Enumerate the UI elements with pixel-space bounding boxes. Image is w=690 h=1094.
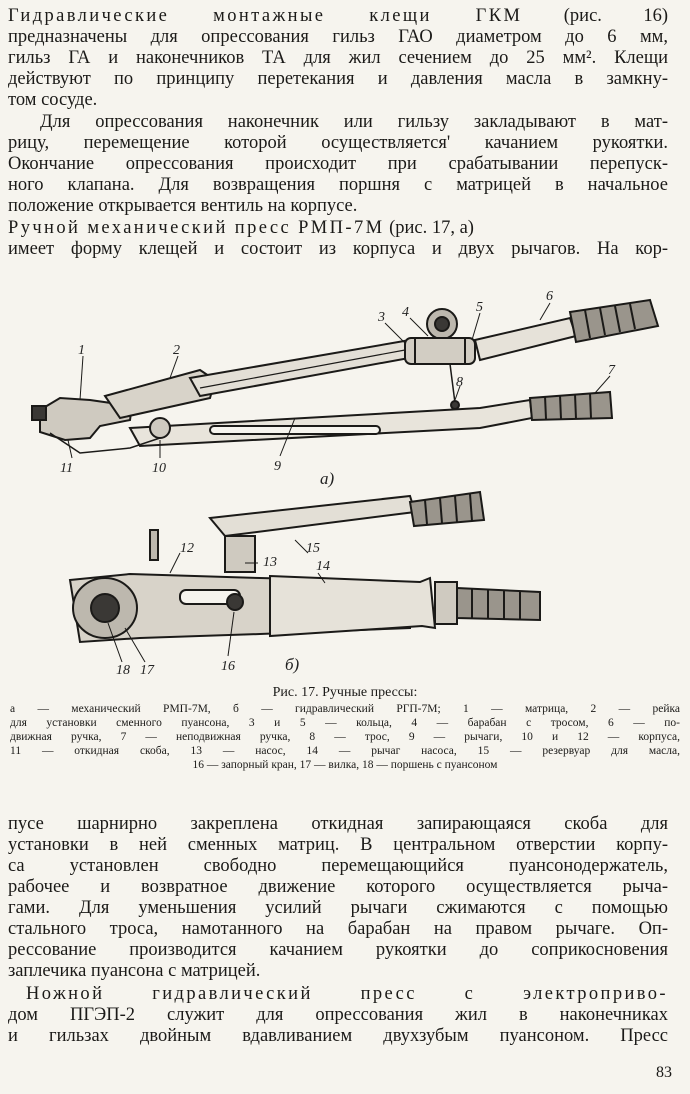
figure-label-5: 5 — [476, 300, 483, 315]
press-rgp7m-drawing — [68, 490, 541, 644]
figure-caption: Рис. 17. Ручные прессы: а — механический… — [10, 686, 680, 772]
figure-label-9: 9 — [274, 459, 281, 474]
figure-label-14: 14 — [316, 559, 330, 574]
page-number: 83 — [656, 1064, 672, 1081]
figure-label-3: 3 — [377, 310, 385, 325]
figure-label-17: 17 — [140, 663, 155, 678]
figure-label-1: 1 — [78, 343, 85, 358]
figure-label-15: 15 — [306, 541, 320, 556]
caption-line: 16 — запорный кран, 17 — вилка, 18 — пор… — [192, 759, 498, 771]
caption-title: Рис. 17. Ручные прессы: — [272, 685, 418, 700]
leader-lines-b — [107, 539, 326, 663]
figure-17-illustration: 1 2 3 4 5 6 7 8 9 10 11 а) — [31, 289, 660, 678]
subfigure-b-label: б) — [285, 655, 300, 674]
figure-label-7: 7 — [608, 363, 616, 378]
caption-line: а — механический РМП-7М, б — гидравличес… — [10, 703, 680, 715]
paragraph-rmp7m-continued: пусе шарнирно закреплена откидная запира… — [8, 814, 668, 981]
figure-label-11: 11 — [60, 461, 73, 476]
figure-label-12: 12 — [180, 541, 194, 556]
figure-label-6: 6 — [546, 289, 553, 304]
figure-label-16: 16 — [221, 659, 235, 674]
press-rmp7m-drawing — [31, 298, 660, 454]
figure-label-18: 18 — [116, 663, 130, 678]
figure-17: 1 2 3 4 5 6 7 8 9 10 11 а) — [10, 278, 680, 683]
caption-line: для установки сменного пуансона, 3 и 5 —… — [10, 717, 680, 729]
term-gkm: Гидравлические монтажные клещи ГКМ — [8, 6, 523, 26]
figure-label-2: 2 — [173, 343, 180, 358]
paragraph-crimping: Для опрессования наконечник или гильзу з… — [8, 112, 668, 216]
figure-label-8: 8 — [456, 375, 463, 390]
caption-line: 11 — откидная скоба, 13 — насос, 14 — ры… — [10, 745, 680, 757]
figure-label-10: 10 — [152, 461, 166, 476]
term-pgep2: Ножной гидравлический пресс с электропри… — [26, 984, 668, 1004]
subfigure-a-label: а) — [320, 469, 335, 488]
term-rmp7m: Ручной механический пресс РМП-7М — [8, 218, 385, 238]
paragraph-gkm: Гидравлические монтажные клещи ГКМ (рис.… — [8, 6, 668, 110]
figure-label-13: 13 — [263, 555, 277, 570]
leader-lines-a — [67, 302, 611, 459]
paragraph-pgep2: Ножной гидравлический пресс с электропри… — [8, 984, 668, 1046]
caption-line: движная ручка, 7 — неподвижная ручка, 8 … — [10, 731, 680, 743]
paragraph-rmp7m: Ручной механический пресс РМП-7М (рис. 1… — [8, 218, 668, 259]
figure-label-4: 4 — [402, 305, 409, 320]
